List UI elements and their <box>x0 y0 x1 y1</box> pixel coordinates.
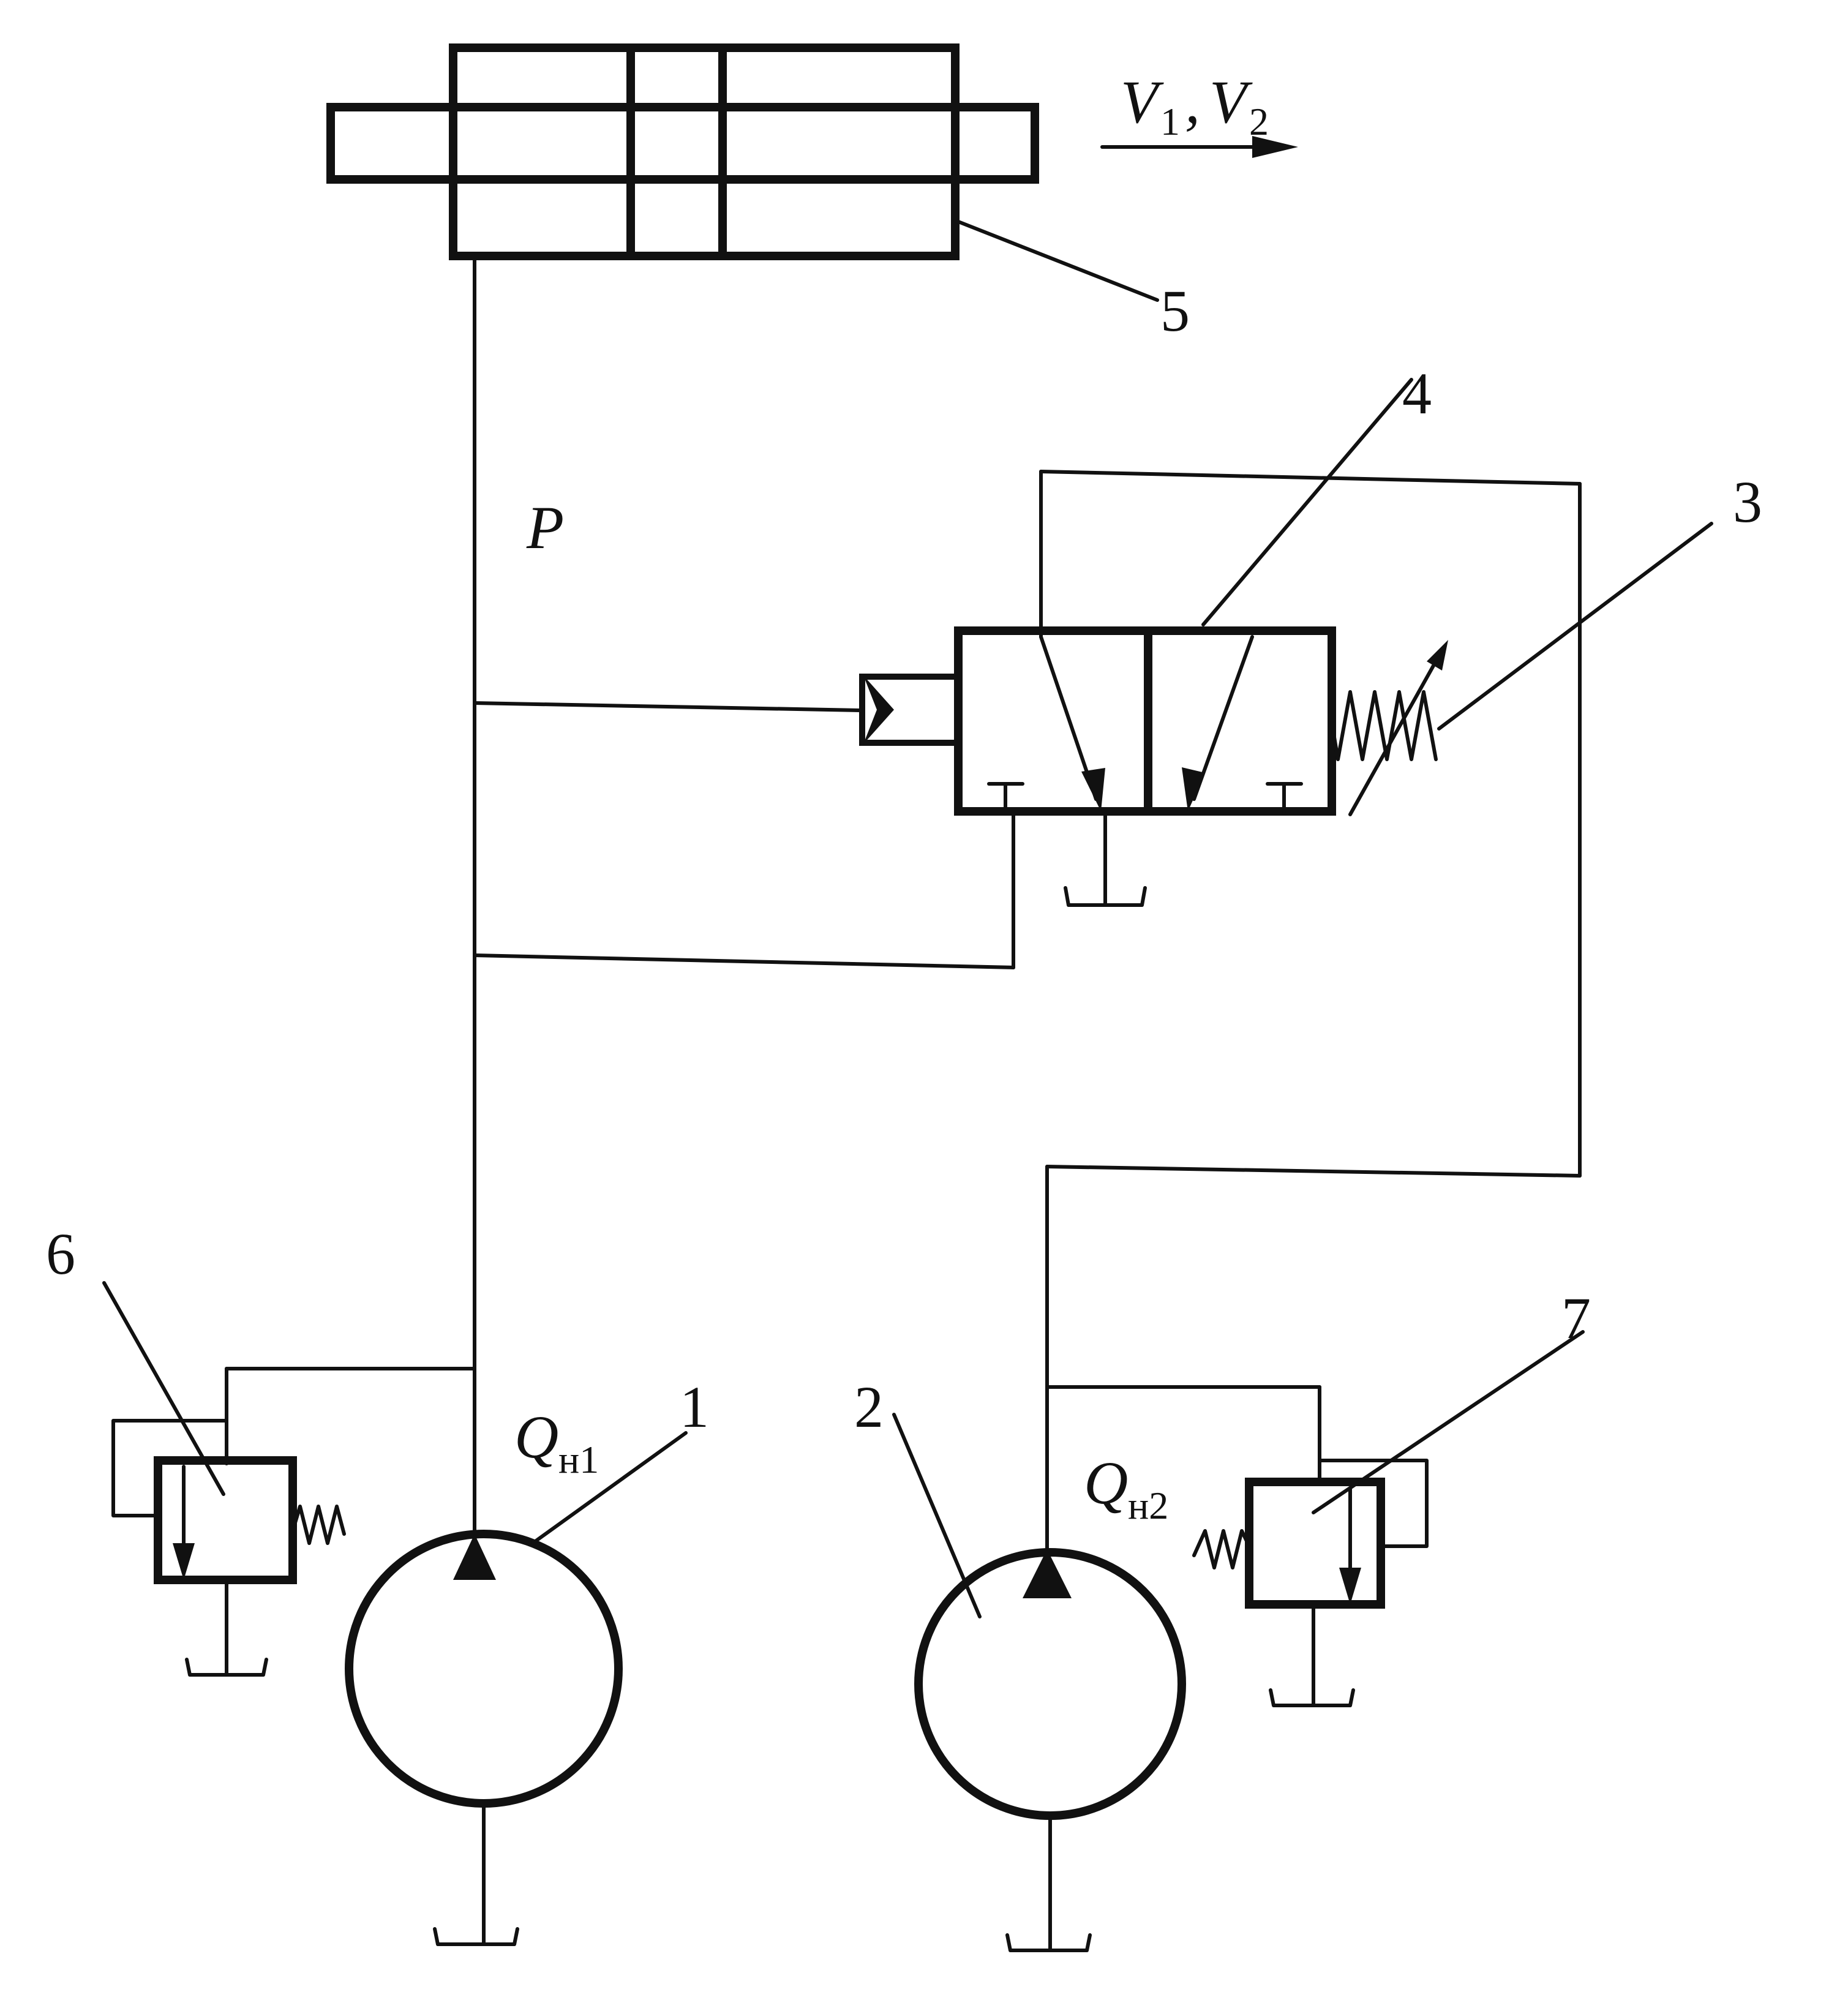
main-pressure-line <box>473 254 1015 1536</box>
velocity-v1-sub: 1 <box>1160 100 1180 143</box>
label-velocity: V 1 , V 2 <box>1121 68 1269 143</box>
unloading-valve <box>859 378 1413 907</box>
label-spring-3: 3 <box>1733 469 1762 535</box>
label-pump-2: 2 <box>854 1374 884 1440</box>
label-valve-4: 4 <box>1402 361 1432 426</box>
velocity-v1: V <box>1121 68 1164 136</box>
flow2-symbol: Q <box>1084 1449 1128 1517</box>
label-relief-valve-7: 7 <box>1561 1285 1591 1351</box>
pump-2-line <box>1039 470 1582 1551</box>
flow2-sub: н2 <box>1128 1484 1168 1527</box>
pump-1 <box>345 1431 688 1946</box>
flow1-symbol: Q <box>514 1403 558 1471</box>
label-flow-1: Q н1 <box>514 1403 599 1481</box>
velocity-sep: , <box>1185 68 1200 136</box>
label-pressure: P <box>526 494 564 562</box>
relief-valve-7 <box>1045 1330 1585 1707</box>
hydraulic-cylinder <box>326 43 1159 302</box>
label-relief-valve-6: 6 <box>46 1221 75 1287</box>
label-flow-2: Q н2 <box>1084 1449 1168 1527</box>
flow1-sub: н1 <box>558 1438 599 1481</box>
velocity-v2-sub: 2 <box>1249 100 1269 143</box>
velocity-arrow <box>1100 136 1298 158</box>
adjustable-spring <box>1330 522 1713 816</box>
label-pump-1: 1 <box>680 1374 709 1440</box>
velocity-v2: V <box>1209 68 1253 136</box>
relief-valve-6 <box>102 1281 476 1677</box>
label-cylinder-5: 5 <box>1160 278 1190 344</box>
pump-2 <box>892 1413 1186 1952</box>
